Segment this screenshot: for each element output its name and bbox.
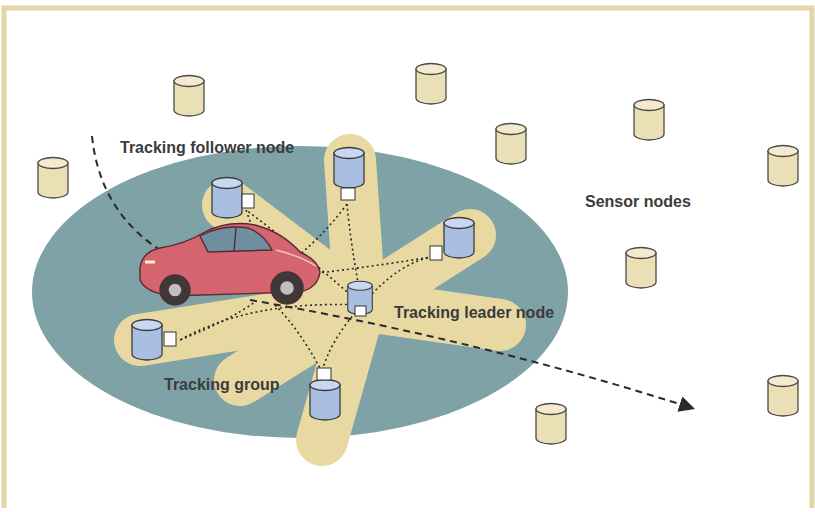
car (140, 224, 320, 305)
label-text: Tracking leader node (394, 304, 554, 322)
frame (4, 8, 812, 508)
label-text: Sensor nodes (585, 193, 691, 211)
tracking-nodes (132, 148, 474, 421)
sensor-nodes (38, 64, 798, 445)
tracking-region (32, 146, 568, 438)
label-text: Tracking follower node (120, 139, 294, 157)
tracking-group-blob (140, 160, 500, 440)
label-text: Tracking group (164, 376, 280, 394)
